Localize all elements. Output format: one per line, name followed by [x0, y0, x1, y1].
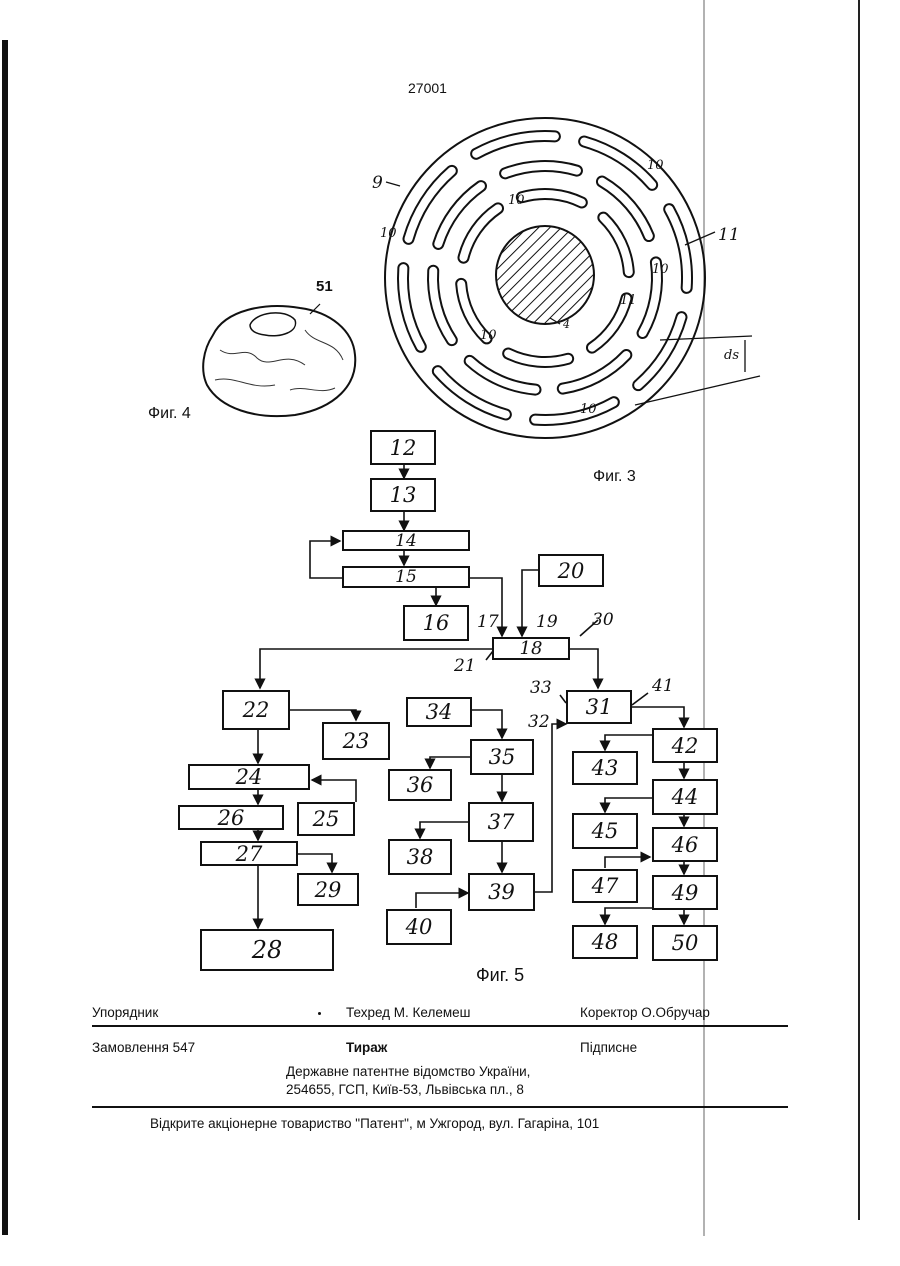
block-50: 50: [652, 925, 718, 961]
block-38: 38: [388, 839, 452, 875]
block-31: 31: [566, 690, 632, 724]
block-25: 25: [297, 802, 355, 836]
footer-circulation: Тираж: [346, 1040, 387, 1055]
block-15: 15: [342, 566, 470, 588]
footer-printer: Відкрите акціонерне товариство "Патент",…: [150, 1116, 599, 1131]
block-26: 26: [178, 805, 284, 830]
callout-21: 21: [454, 656, 476, 676]
block-42: 42: [652, 728, 718, 763]
footer-techred: Техред М. Келемеш: [346, 1005, 470, 1020]
footer-rule-bottom: [92, 1106, 788, 1108]
footer-rule-top: [92, 1025, 788, 1027]
footer-office-line2: 254655, ГСП, Київ-53, Львівська пл., 8: [286, 1082, 524, 1097]
footer-compiler: Упорядник: [92, 1005, 158, 1020]
fig5-caption: Фиг. 5: [476, 965, 524, 986]
block-36: 36: [388, 769, 452, 801]
block-23: 23: [322, 722, 390, 760]
block-27: 27: [200, 841, 298, 866]
block-13: 13: [370, 478, 436, 512]
footer-office-line1: Державне патентне відомство України,: [286, 1064, 530, 1079]
block-49: 49: [652, 875, 718, 910]
callout-32: 32: [528, 712, 550, 732]
block-39: 39: [468, 873, 535, 911]
block-34: 34: [406, 697, 472, 727]
callout-30: 30: [592, 610, 614, 630]
callout-41: 41: [652, 676, 674, 696]
footer-order: Замовлення 547: [92, 1040, 195, 1055]
block-37: 37: [468, 802, 534, 842]
footer-corrector: Коректор О.Обручар: [580, 1005, 710, 1020]
block-40: 40: [386, 909, 452, 945]
block-35: 35: [470, 739, 534, 775]
footer-dot: [318, 1012, 321, 1015]
callout-33: 33: [530, 678, 552, 698]
block-47: 47: [572, 869, 638, 903]
block-48: 48: [572, 925, 638, 959]
block-20: 20: [538, 554, 604, 587]
block-28: 28: [200, 929, 334, 971]
block-29: 29: [297, 873, 359, 906]
block-44: 44: [652, 779, 718, 815]
block-16: 16: [403, 605, 469, 641]
block-43: 43: [572, 751, 638, 785]
block-12: 12: [370, 430, 436, 465]
block-18: 18: [492, 637, 570, 660]
block-14: 14: [342, 530, 470, 551]
block-22: 22: [222, 690, 290, 730]
footer-subscription: Підписне: [580, 1040, 637, 1055]
block-24: 24: [188, 764, 310, 790]
block-46: 46: [652, 827, 718, 862]
callout-17: 17: [477, 612, 499, 632]
block-45: 45: [572, 813, 638, 849]
callout-19: 19: [536, 612, 558, 632]
